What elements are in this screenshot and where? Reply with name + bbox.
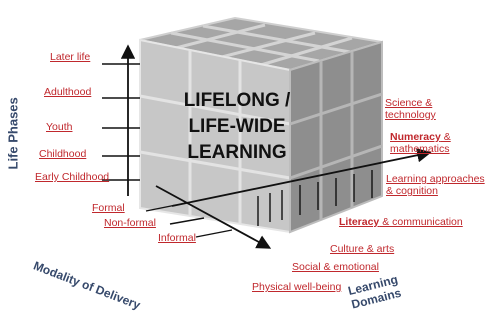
domains-axis (171, 148, 432, 226)
domain-literacy-bold: Literacy (339, 216, 380, 228)
domain-numeracy-rest: & (440, 131, 451, 143)
domain-social: Social & emotional (292, 261, 379, 273)
modality-axis (145, 185, 272, 249)
modality-informal: Informal (158, 232, 196, 244)
modality-formal: Formal (92, 202, 125, 214)
cube-front-face (139, 38, 291, 234)
center-title-line1: LIFELONG / (183, 90, 291, 111)
phase-childhood: Childhood (39, 148, 87, 160)
domain-learning-approaches-line1: Learning approaches (386, 173, 485, 185)
domain-numeracy: Numeracy & mathematics (390, 131, 451, 155)
cube-side-face (289, 40, 383, 234)
domain-science-line2: technology (385, 109, 436, 122)
domain-literacy-rest: & communication (379, 216, 463, 228)
phase-early-childhood: Early Childhood (35, 171, 110, 183)
domain-culture: Culture & arts (330, 243, 395, 255)
phase-youth: Youth (46, 121, 73, 133)
life-phases-title: Life Phases (5, 97, 21, 170)
center-title-line2: LIFE-WIDE (188, 116, 286, 137)
phase-later-life: Later life (50, 51, 91, 63)
cube-top-face (139, 16, 383, 72)
center-title-line3: LEARNING (187, 142, 287, 163)
phase-adulthood: Adulthood (44, 86, 92, 98)
domain-numeracy-bold: Numeracy (390, 131, 441, 143)
life-phases-axis (102, 44, 140, 196)
domain-literacy: Literacy & communication (339, 216, 463, 228)
center-title: LIFELONG / LIFE-WIDE LEARNING (162, 88, 312, 166)
domain-learning-approaches: Learning approaches & cognition (386, 173, 485, 197)
domain-science: Science & technology (385, 97, 436, 121)
modality-non-formal: Non-formal (104, 217, 156, 229)
domain-physical: Physical well-being (252, 281, 342, 293)
domain-learning-approaches-line2: & cognition (386, 185, 438, 198)
domain-numeracy-line2: mathematics (390, 143, 450, 156)
domain-science-line1: Science & (385, 97, 433, 109)
